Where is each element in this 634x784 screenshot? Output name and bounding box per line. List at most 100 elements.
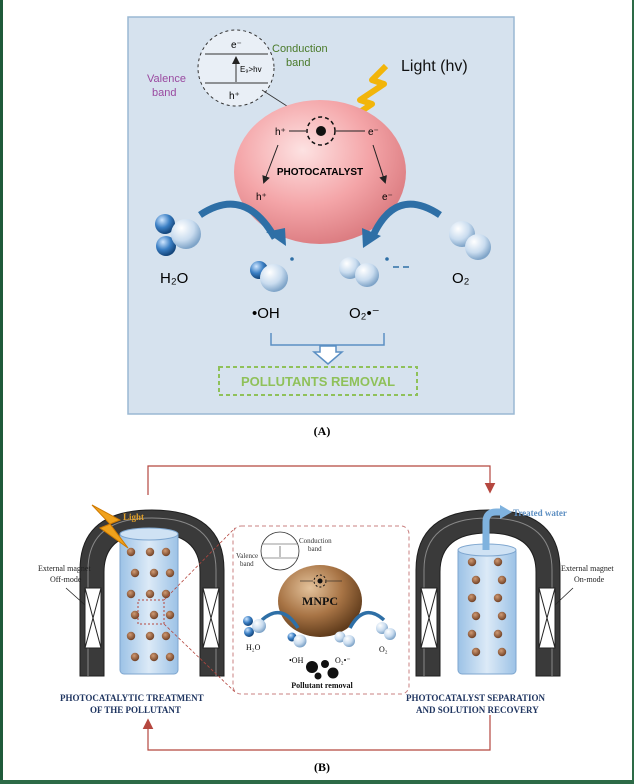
mnpc-valence-word: band — [240, 560, 254, 568]
mnpc-valence-label: Valence — [236, 552, 258, 560]
excitation-site-dot — [316, 126, 326, 136]
mnpc-superoxide-icon — [334, 631, 355, 647]
catalyst-particle — [165, 610, 175, 620]
superoxide-label: O₂•⁻ — [349, 305, 380, 322]
left-border — [0, 0, 3, 784]
o2-reduction-arrow — [368, 200, 442, 240]
catalyst-particle-settled — [467, 629, 477, 639]
catalyst-particle — [161, 589, 171, 599]
superoxide-radical-icon — [339, 257, 409, 287]
pollutant-particles-icon — [306, 660, 339, 680]
light-bolt-icon — [340, 63, 389, 127]
mnpc-h2o-molecule-icon — [243, 616, 266, 637]
catalyst-particle — [165, 568, 175, 578]
outlet-pipe — [482, 508, 502, 550]
catalyst-particle — [145, 547, 155, 557]
mnpc-excitation-ring — [313, 574, 327, 588]
catalyst-particle-settled — [493, 557, 503, 567]
catalyst-particle — [145, 631, 155, 641]
catalyst-particle — [130, 610, 140, 620]
ext-magnet-right-line1: External magnet — [561, 564, 614, 573]
zoom-line-bottom — [163, 623, 236, 693]
mnpc-oh-icon — [287, 632, 307, 648]
h2o-label: H₂O — [160, 270, 188, 287]
mnpc-sphere — [278, 565, 362, 637]
catalyst-particle — [149, 610, 159, 620]
mnpc-h2o-arrow — [260, 610, 300, 629]
cycle-bottom-arrow — [142, 715, 491, 751]
catalyst-particle — [149, 568, 159, 578]
catalyst-particle — [126, 589, 136, 599]
catalyst-particle — [145, 589, 155, 599]
electron-right-label: e⁻ — [368, 127, 379, 138]
removal-arrow-icon — [311, 345, 345, 365]
left-caption-line1: PHOTOCATALYTIC TREATMENT — [60, 693, 204, 703]
mnpc-oh-label: •OH — [289, 656, 304, 665]
products-bracket — [270, 333, 385, 346]
treated-water-label: Treated water — [513, 508, 567, 518]
catalyst-particle — [130, 568, 140, 578]
catalyst-particle — [126, 631, 136, 641]
band-gap-inset: e⁻ E₉>hv h⁺ — [197, 29, 275, 107]
catalyst-particle — [149, 652, 159, 662]
catalyst-particle — [165, 652, 175, 662]
left-caption-line2: OF THE POLLUTANT — [90, 705, 181, 715]
catalyst-particle-settled — [497, 611, 507, 621]
catalyst-particle-settled — [471, 647, 481, 657]
inset-energy-label: E₉>hv — [240, 65, 262, 74]
catalyst-particle-settled — [467, 557, 477, 567]
right-caption-line2: AND SOLUTION RECOVERY — [416, 705, 539, 715]
hole-bottom-label: h⁺ — [256, 192, 267, 203]
left-light-bolt-icon — [91, 504, 129, 549]
catalyst-particle — [161, 547, 171, 557]
catalyst-particle — [161, 631, 171, 641]
right-border — [632, 0, 634, 784]
catalyst-particle — [126, 547, 136, 557]
h2o-molecule-icon — [155, 214, 201, 256]
outlet-arrow-icon — [500, 505, 512, 519]
light-b-label: Light — [123, 512, 144, 522]
catalyst-particle-settled — [493, 593, 503, 603]
mnpc-h2o-label: H₂O — [246, 643, 261, 652]
oh-radical-icon — [250, 257, 294, 292]
inset-electron-label: e⁻ — [231, 40, 242, 51]
mnpc-excitation-dot — [317, 578, 323, 584]
hole-left-label: h⁺ — [275, 127, 286, 138]
right-reactor — [415, 509, 561, 677]
electron-migration-arrow — [372, 144, 387, 184]
catalyst-particle-settled — [471, 575, 481, 585]
mnpc-o2-arrow — [348, 610, 386, 629]
catalyst-particle-settled — [467, 593, 477, 603]
pollutant-removal-label: Pollutant removal — [291, 681, 353, 690]
panel-a-label: (A) — [314, 424, 331, 438]
valence-band-label: Valence — [147, 73, 186, 85]
bottom-border — [0, 780, 634, 784]
conduction-band-label: Conduction — [272, 43, 328, 55]
h2o-oxidation-arrow — [198, 200, 279, 240]
mnpc-o2-label: O₂ — [379, 645, 388, 654]
electron-bottom-label: e⁻ — [382, 192, 393, 203]
mnpc-label: MNPC — [302, 594, 338, 608]
h2o-arrowhead-icon — [266, 228, 286, 246]
pollutants-removal-label: POLLUTANTS REMOVAL — [241, 374, 395, 389]
mnpc-conduction-word: band — [308, 545, 322, 553]
mnpc-conduction-label: Conduction — [299, 537, 332, 545]
ext-magnet-left-pointer — [65, 587, 86, 606]
ext-magnet-left-line1: External magnet — [38, 564, 91, 573]
catalyst-particle-settled — [497, 575, 507, 585]
inset-hole-label: h⁺ — [229, 91, 240, 102]
removal-box — [218, 366, 418, 396]
panel-b-label: (B) — [314, 760, 330, 774]
light-label: Light (hv) — [401, 58, 468, 75]
right-caption-line1: PHOTOCATALYST SEPARATION — [406, 693, 545, 703]
o2-arrowhead-icon — [362, 228, 381, 248]
excitation-site-ring — [306, 116, 336, 146]
mnpc-superoxide-label: O₂•⁻ — [335, 656, 351, 665]
valence-band-word: band — [152, 87, 176, 99]
catalyst-particle-settled — [497, 647, 507, 657]
o2-molecule-icon — [449, 221, 491, 260]
cycle-top-arrow — [147, 465, 496, 495]
left-reactor — [79, 509, 225, 677]
mnpc-o2-icon — [376, 622, 396, 640]
